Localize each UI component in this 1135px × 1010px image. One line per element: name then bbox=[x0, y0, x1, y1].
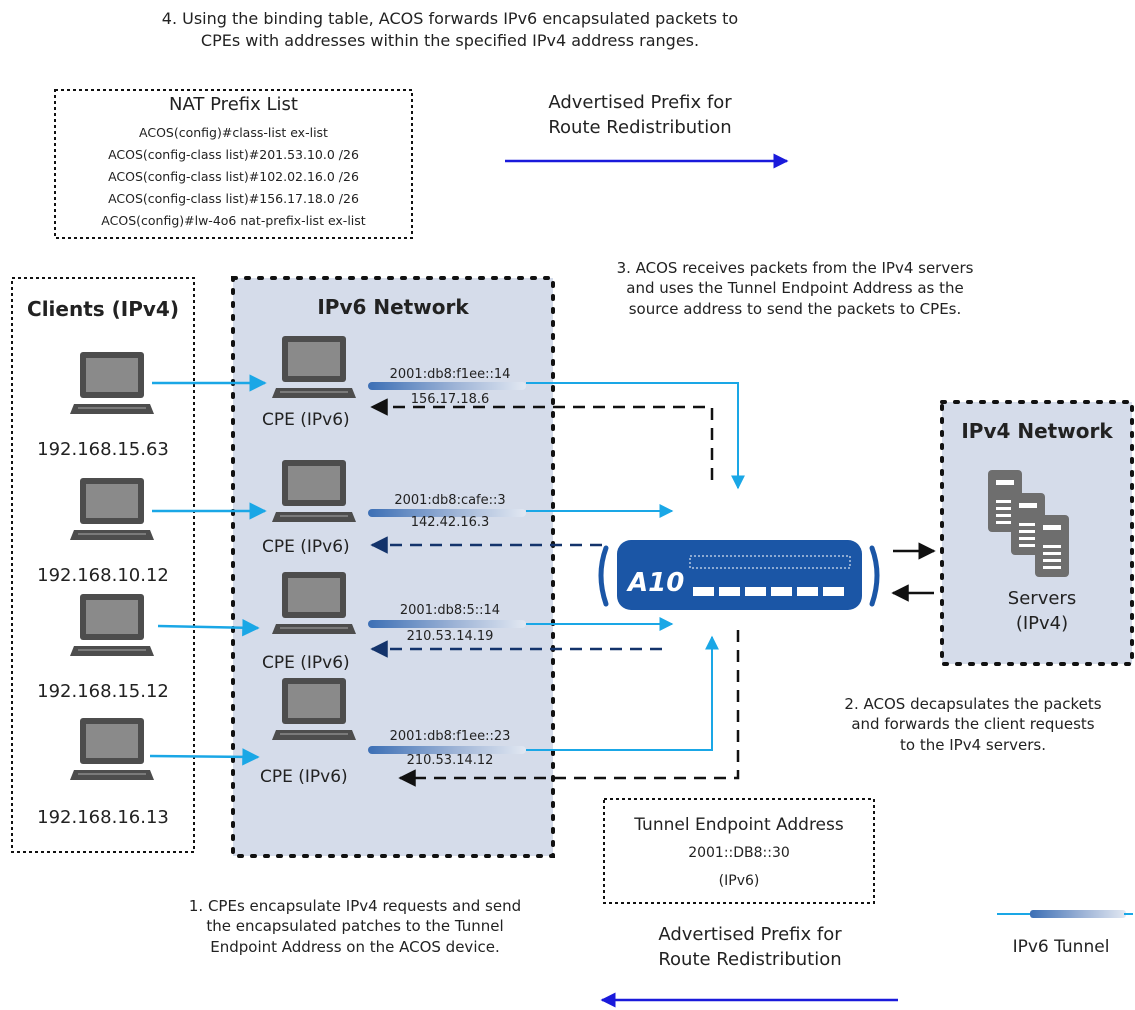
clients-box bbox=[11, 277, 195, 853]
tunnel-ipv6-address: 2001:db8:5::14 bbox=[399, 603, 501, 618]
nat-prefix-line: ACOS(config-class list)#156.17.18.0 /26 bbox=[108, 191, 359, 206]
cpe-laptop-icon bbox=[272, 572, 356, 634]
nat-prefix-box bbox=[54, 89, 413, 239]
ipv6-network-title: IPv6 Network bbox=[317, 295, 469, 319]
tunnel-ipv6-address: 2001:db8:cafe::3 bbox=[394, 493, 506, 508]
tunnel-ipv4-address: 142.42.16.3 bbox=[410, 515, 490, 530]
clients-title: Clients (IPv4) bbox=[27, 297, 179, 321]
legend-tunnel-bar bbox=[1030, 910, 1126, 918]
tunnel-ipv4-address: 210.53.14.19 bbox=[406, 629, 494, 644]
cpe-label: CPE (IPv6) bbox=[262, 653, 350, 673]
server-icon bbox=[1035, 515, 1069, 577]
tunnel-endpoint-box bbox=[603, 798, 875, 904]
tunnel-endpoint-address: 2001::DB8::30 bbox=[688, 845, 790, 861]
legend-ipv6-tunnel-label: IPv6 Tunnel bbox=[1012, 937, 1110, 957]
a10-logo: A10 bbox=[626, 568, 684, 598]
tunnel-endpoint-title: Tunnel Endpoint Address bbox=[634, 815, 844, 835]
tunnel-bar bbox=[368, 620, 526, 628]
tunnel-bar bbox=[368, 382, 526, 390]
tunnel-ipv4-address: 210.53.14.12 bbox=[406, 753, 494, 768]
step-4-text: 4. Using the binding table, ACOS forward… bbox=[161, 9, 739, 50]
client-ip: 192.168.16.13 bbox=[37, 807, 169, 828]
tunnel-ipv6-address: 2001:db8:f1ee::14 bbox=[389, 367, 511, 382]
cpe-label: CPE (IPv6) bbox=[262, 537, 350, 557]
servers-label: Servers (IPv4) bbox=[1007, 588, 1077, 635]
cpe-laptop-icon bbox=[272, 460, 356, 522]
tunnel-bar bbox=[368, 746, 526, 754]
tunnel-ipv6-address: 2001:db8:f1ee::23 bbox=[389, 729, 511, 744]
nat-prefix-lines: ACOS(config)#class-list ex-list ACOS(con… bbox=[55, 122, 412, 232]
device-port-row bbox=[693, 587, 844, 596]
step-2-text: 2. ACOS decapsulates the packets and for… bbox=[844, 695, 1102, 754]
ipv4-network-title: IPv4 Network bbox=[961, 419, 1113, 443]
step-3-text: 3. ACOS receives packets from the IPv4 s… bbox=[616, 259, 974, 318]
device-port-row bbox=[689, 555, 851, 569]
nat-prefix-list-title: NAT Prefix List bbox=[169, 94, 298, 115]
client-to-cpe-arrow bbox=[157, 618, 260, 637]
tunnel-ipv4-address: 156.17.18.6 bbox=[410, 392, 490, 407]
client-ip: 192.168.15.63 bbox=[37, 439, 169, 460]
tunnel-flow-to-acos bbox=[526, 382, 745, 490]
nat-prefix-line: ACOS(config-class list)#102.02.16.0 /26 bbox=[108, 169, 359, 184]
device-right-bracket bbox=[869, 545, 880, 607]
step-1-text: 1. CPEs encapsulate IPv4 requests and se… bbox=[188, 897, 522, 956]
tunnel-flow-to-acos bbox=[526, 635, 719, 751]
client-ip: 192.168.10.12 bbox=[37, 565, 169, 586]
cpe-laptop-icon bbox=[272, 678, 356, 740]
nat-prefix-line: ACOS(config)#lw-4o6 nat-prefix-list ex-l… bbox=[101, 213, 366, 228]
return-path-dashed bbox=[370, 398, 714, 480]
tunnel-bar bbox=[368, 509, 526, 517]
client-to-cpe-arrow bbox=[149, 748, 260, 766]
client-laptop-icon bbox=[70, 352, 154, 414]
cpe-laptop-icon bbox=[272, 336, 356, 398]
client-ip: 192.168.15.12 bbox=[37, 681, 169, 702]
return-path-dashed bbox=[398, 630, 740, 787]
tunnel-endpoint-family: (IPv6) bbox=[718, 873, 760, 889]
client-laptop-icon bbox=[70, 594, 154, 656]
advertised-prefix-bottom-label: Advertised Prefix for Route Redistributi… bbox=[658, 924, 842, 971]
nat-prefix-line: ACOS(config-class list)#201.53.10.0 /26 bbox=[108, 147, 359, 162]
nat-prefix-line: ACOS(config)#class-list ex-list bbox=[139, 125, 328, 140]
device-left-bracket bbox=[598, 545, 609, 607]
client-laptop-icon bbox=[70, 478, 154, 540]
cpe-label: CPE (IPv6) bbox=[262, 410, 350, 430]
client-laptop-icon bbox=[70, 718, 154, 780]
cpe-label: CPE (IPv6) bbox=[260, 767, 348, 787]
advertised-prefix-top-label: Advertised Prefix for Route Redistributi… bbox=[548, 92, 732, 139]
